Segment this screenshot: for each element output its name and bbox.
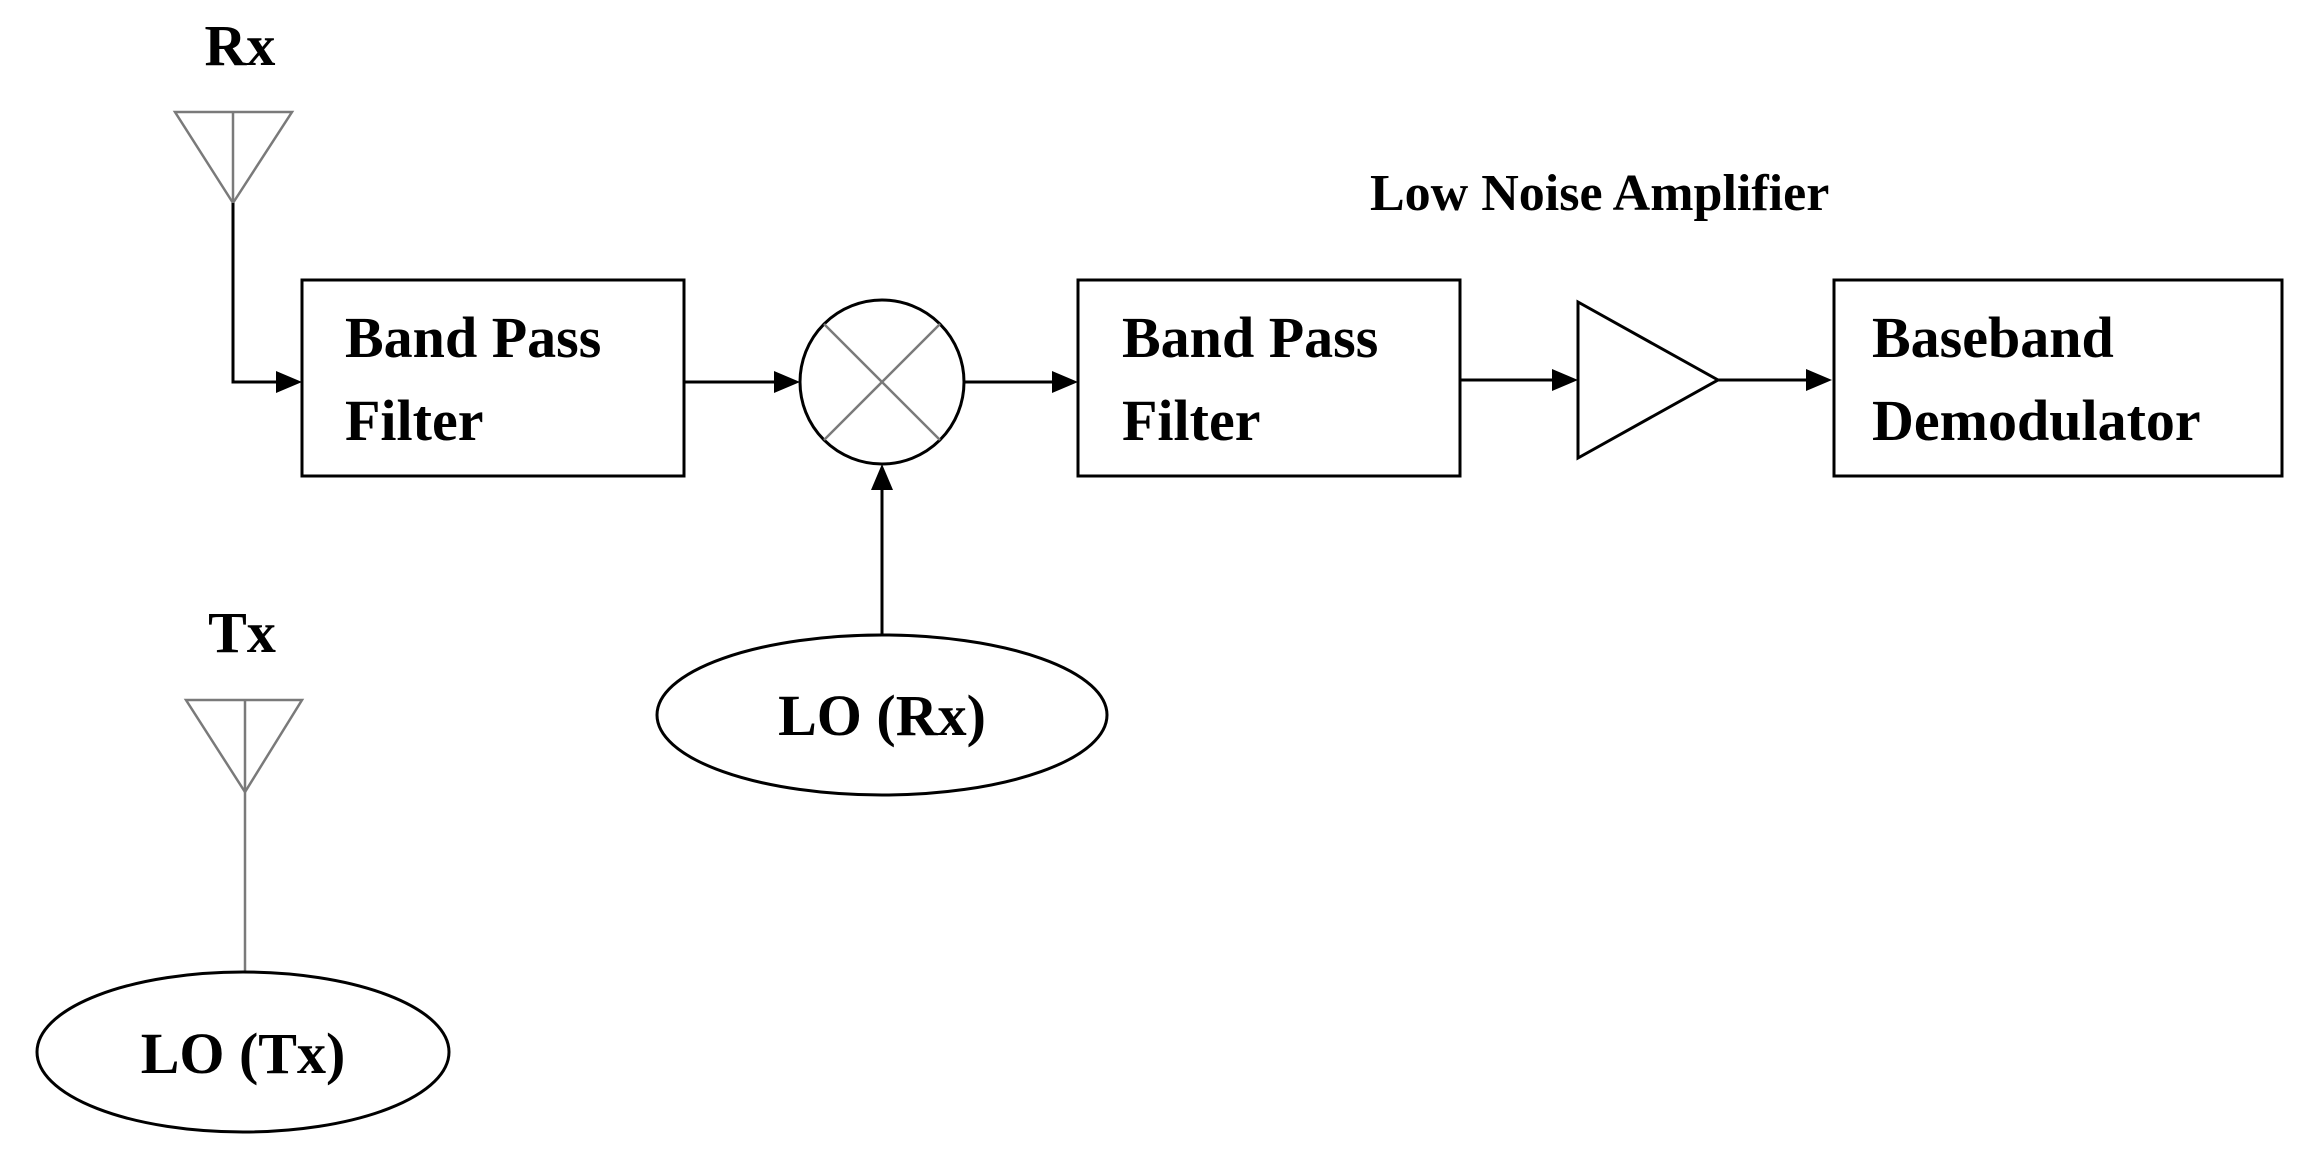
bpf1-label-line1: Band Pass (345, 305, 601, 370)
baseband-demodulator: Baseband Demodulator (1832, 278, 2284, 478)
bpf2-label-line2: Filter (1122, 388, 1260, 453)
demod-label-line2: Demodulator (1872, 388, 2201, 453)
arrow-into-bpf2 (1052, 371, 1078, 393)
rx-antenna: Rx (172, 13, 295, 206)
tx-antenna-label: Tx (208, 600, 276, 665)
arrow-lo-into-mixer (871, 464, 893, 490)
low-noise-amplifier: Low Noise Amplifier (1370, 165, 1829, 461)
bpf1-label-line2: Filter (345, 388, 483, 453)
band-pass-filter-1: Band Pass Filter (300, 278, 686, 478)
arrow-into-lna (1552, 369, 1578, 391)
tx-antenna: Tx (183, 600, 305, 972)
lo-rx-label: LO (Rx) (778, 683, 986, 748)
amplifier-triangle-icon (1576, 299, 1722, 461)
rx-to-bpf1-wire (231, 203, 282, 384)
mixer (798, 298, 966, 466)
arrow-into-mixer (774, 371, 800, 393)
lo-rx-oscillator: LO (Rx) (655, 633, 1109, 797)
bpf2-label-line1: Band Pass (1122, 305, 1378, 370)
demod-label-line1: Baseband (1872, 305, 2114, 370)
lo-tx-oscillator: LO (Tx) (35, 970, 451, 1134)
band-pass-filter-2: Band Pass Filter (1076, 278, 1462, 478)
lna-caption: Low Noise Amplifier (1370, 165, 1829, 222)
lo-tx-label: LO (Tx) (141, 1021, 346, 1086)
rx-antenna-label: Rx (205, 13, 276, 78)
arrow-into-bpf1 (276, 371, 302, 393)
arrow-into-demodulator (1806, 369, 1832, 391)
